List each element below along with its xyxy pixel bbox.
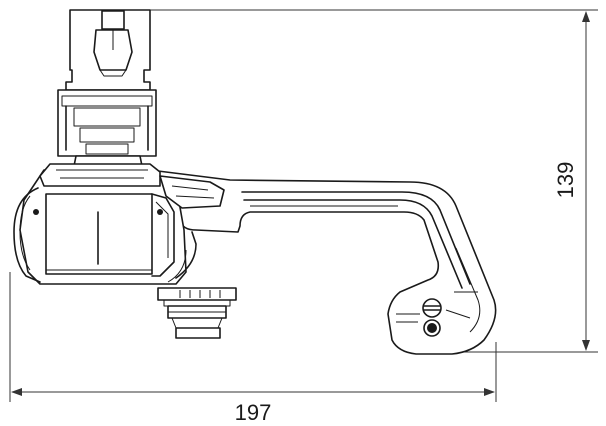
bottom-shoe — [157, 287, 237, 339]
width-dimension: 197 — [11, 388, 495, 425]
arrow-right-icon — [484, 388, 495, 396]
top-mount — [57, 9, 157, 167]
height-dimension: 139 — [553, 11, 590, 351]
screw-icon — [422, 298, 442, 318]
arrow-up-icon — [582, 11, 590, 22]
width-dimension-label: 197 — [235, 400, 272, 425]
arrow-down-icon — [582, 340, 590, 351]
height-dimension-label: 139 — [553, 162, 578, 199]
main-housing — [13, 163, 225, 285]
handle-grip — [149, 169, 497, 355]
arrow-left-icon — [11, 388, 22, 396]
